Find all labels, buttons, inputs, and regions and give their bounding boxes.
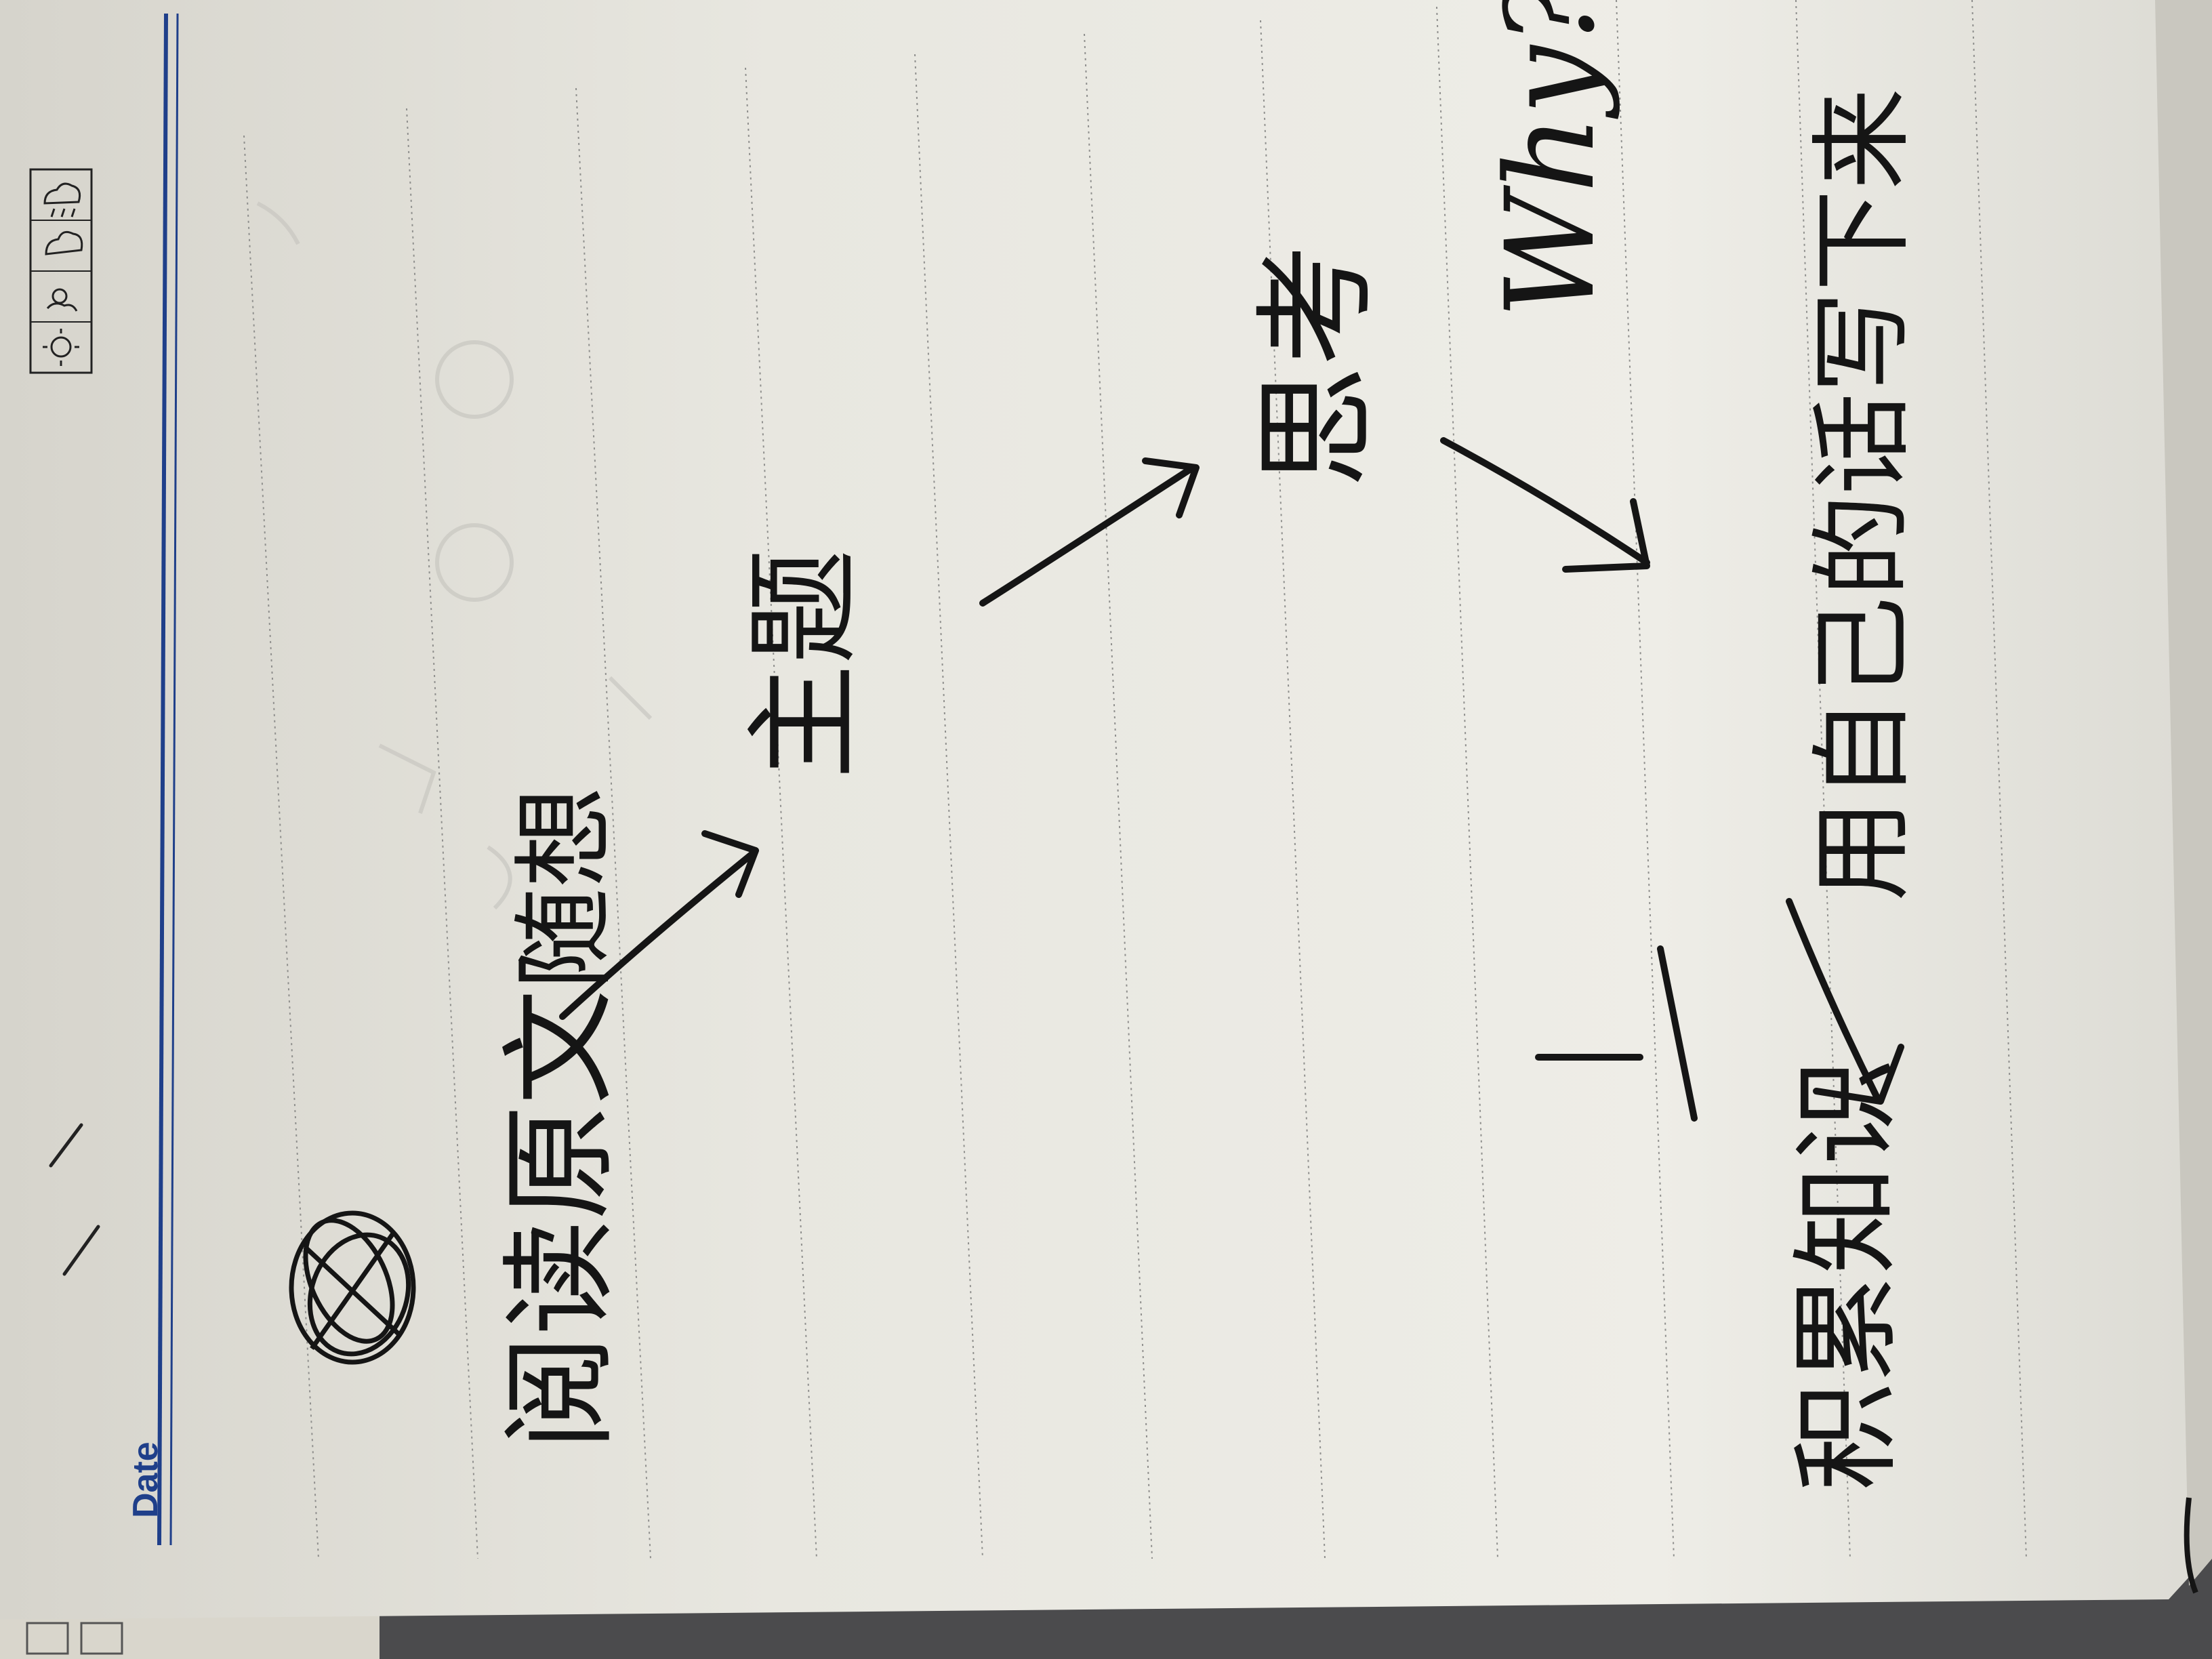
node-think: 思考 [1246, 244, 1388, 488]
partly-sunny-icon [46, 288, 78, 312]
notebook-page [0, 0, 2212, 1620]
flow-arrows [559, 437, 1904, 1122]
node-topic: 主题 [737, 549, 872, 779]
handwriting: 阅读原文 随想 主题 思考 Why? 用自己的话写下来 积累知识 [289, 0, 1922, 1491]
stray-mark [2184, 1497, 2198, 1594]
scribble-title [289, 1210, 416, 1365]
rain-icon [43, 182, 81, 218]
page-edge [2155, 0, 2212, 1586]
arrow-read-to-topic-head [701, 830, 759, 898]
arrow-write-to-accumulate-head [1813, 1044, 1904, 1105]
bleed-through [256, 201, 653, 910]
sun-icon [43, 329, 79, 366]
arrow-think-to-write-head [1562, 498, 1650, 573]
arrow-topic-to-think-head [1142, 457, 1200, 518]
node-accumulate-knowledge: 积累知识 [1783, 1057, 1910, 1491]
ruled-lines [243, 0, 2027, 1559]
arrow-think-to-write [1440, 437, 1650, 566]
arrow-topic-to-think [979, 464, 1196, 607]
cloud-icon [45, 230, 83, 255]
node-random-thoughts: 随想 [506, 786, 624, 989]
weather-box [29, 168, 93, 374]
back-page-icons [26, 1622, 123, 1655]
arrow-write-to-accumulate [1786, 898, 1881, 1101]
node-write-own-words: 用自己的话写下来 [1804, 88, 1922, 901]
arrow-read-to-topic [559, 851, 756, 1020]
header-rule [157, 13, 179, 1546]
node-why: Why? [1480, 0, 1622, 319]
node-read-original: 阅读原文 [493, 989, 628, 1450]
date-slashes [49, 1123, 100, 1276]
date-label: Date [126, 1441, 165, 1518]
arrow-loop-back-tick [1657, 945, 1698, 1122]
